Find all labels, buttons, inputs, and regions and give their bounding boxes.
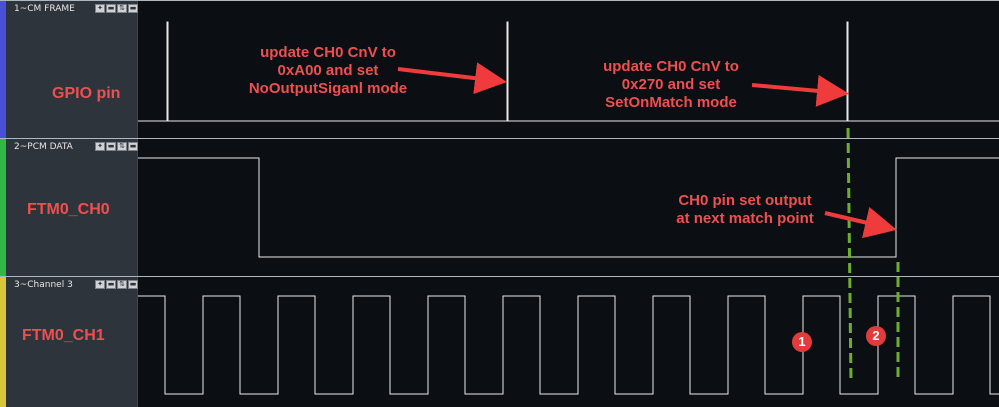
- annotation-line: 0x270 and set: [621, 76, 721, 93]
- annotation-line: CH0 pin set output: [678, 192, 812, 209]
- channel-collapse-icon[interactable]: ▬: [128, 4, 138, 13]
- channel-collapse-icon[interactable]: ▬: [128, 280, 138, 289]
- channel-controls: ✦ ▬ ⇅ ▬: [95, 280, 138, 289]
- channel-controls: ✦ ▬ ⇅ ▬: [95, 142, 138, 151]
- channel-minimize-icon[interactable]: ▬: [106, 280, 116, 289]
- channel-color-strip: [0, 1, 6, 138]
- channel-title: 1~CM FRAME: [14, 4, 75, 14]
- annotation-note-3: CH0 pin set output at next match point: [655, 192, 835, 228]
- channel-zoom-icon[interactable]: ⇅: [117, 280, 127, 289]
- channel-color-strip: [0, 277, 6, 407]
- channel-settings-icon[interactable]: ✦: [95, 4, 105, 13]
- signal-name: FTM0_CH0: [27, 201, 110, 218]
- channel-title: 2~PCM DATA: [14, 142, 73, 152]
- channel-minimize-icon[interactable]: ▬: [106, 4, 116, 13]
- channel-label-panel[interactable]: 3~Channel 3 ✦ ▬ ⇅ ▬ FTM0_CH1: [6, 277, 138, 407]
- channel-minimize-icon[interactable]: ▬: [106, 142, 116, 151]
- signal-name: FTM0_CH1: [22, 327, 105, 344]
- channel-row-1: 1~CM FRAME ✦ ▬ ⇅ ▬ GPIO pin: [0, 0, 999, 138]
- numbered-marker-2: 2: [866, 326, 886, 346]
- channel-row-2: 2~PCM DATA ✦ ▬ ⇅ ▬ FTM0_CH0: [0, 138, 999, 276]
- channel-controls: ✦ ▬ ⇅ ▬: [95, 4, 138, 13]
- annotation-note-2: update CH0 CnV to 0x270 and set SetOnMat…: [581, 58, 761, 112]
- channel-color-strip: [0, 139, 6, 276]
- numbered-marker-1: 1: [792, 332, 812, 352]
- annotation-line: SetOnMatch mode: [605, 94, 737, 111]
- channel-settings-icon[interactable]: ✦: [95, 280, 105, 289]
- channel-label-panel[interactable]: 1~CM FRAME ✦ ▬ ⇅ ▬ GPIO pin: [6, 1, 138, 138]
- annotation-note-1: update CH0 CnV to 0xA00 and set NoOutput…: [233, 44, 423, 98]
- annotation-line: 0xA00 and set: [277, 62, 379, 79]
- channel-zoom-icon[interactable]: ⇅: [117, 4, 127, 13]
- channel-title: 3~Channel 3: [14, 280, 73, 290]
- trace-area[interactable]: [138, 139, 999, 276]
- channel-label-panel[interactable]: 2~PCM DATA ✦ ▬ ⇅ ▬ FTM0_CH0: [6, 139, 138, 276]
- annotation-line: update CH0 CnV to: [260, 44, 396, 61]
- annotation-line: update CH0 CnV to: [603, 58, 739, 75]
- channel-settings-icon[interactable]: ✦: [95, 142, 105, 151]
- signal-name: GPIO pin: [52, 85, 121, 102]
- annotation-line: at next match point: [676, 210, 814, 227]
- channel-collapse-icon[interactable]: ▬: [128, 142, 138, 151]
- annotation-line: NoOutputSiganl mode: [248, 80, 408, 97]
- channel-row-3: 3~Channel 3 ✦ ▬ ⇅ ▬ FTM0_CH1: [0, 276, 999, 407]
- channel-zoom-icon[interactable]: ⇅: [117, 142, 127, 151]
